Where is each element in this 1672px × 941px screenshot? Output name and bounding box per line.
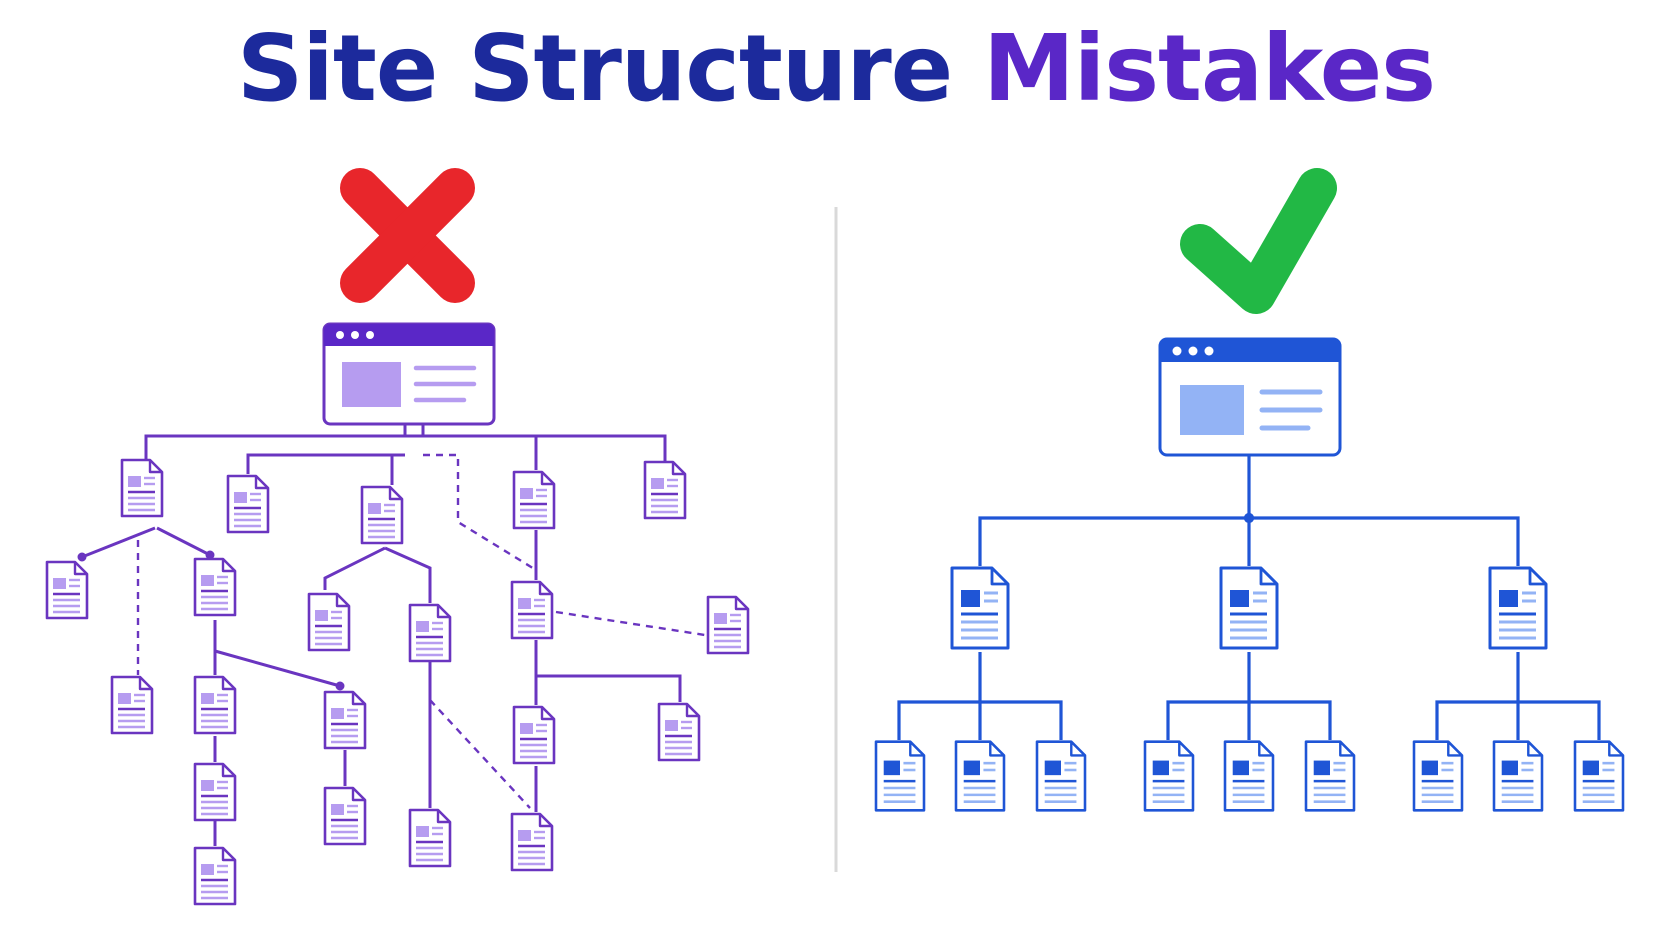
page-icon [510,812,554,872]
page-icon [1035,740,1087,812]
page-icon [1304,740,1356,812]
page-title: Site Structure Mistakes [0,14,1672,124]
green-check-icon [1180,168,1337,314]
page-icon [307,592,351,652]
title-part-2: Mistakes [983,15,1436,122]
page-icon [323,786,367,846]
page-icon [512,470,556,530]
category-pages [950,566,1548,650]
page-icon [226,474,270,534]
homepage-window-bad [322,322,496,426]
messy-pages [45,458,750,906]
page-icon [110,675,154,735]
messy-dashed-links [136,453,706,809]
page-icon [408,808,452,868]
page-icon [1492,740,1544,812]
title-part-1: Site Structure [237,15,953,122]
page-icon [510,580,554,640]
page-icon [323,690,367,750]
page-icon [1223,740,1275,812]
page-icon [1412,740,1464,812]
page-icon [120,458,164,518]
page-icon [1573,740,1625,812]
child-pages [874,740,1625,812]
page-icon [954,740,1006,812]
page-icon [874,740,926,812]
page-icon [706,595,750,655]
page-icon [45,560,89,620]
page-icon [950,566,1010,650]
page-icon [1143,740,1195,812]
page-icon [360,485,404,545]
page-icon [657,702,701,762]
hierarchy-links [897,456,1601,740]
page-icon [408,603,452,663]
page-icon [643,460,687,520]
page-icon [1219,566,1279,650]
page-icon [193,846,237,906]
page-icon [512,705,556,765]
red-x-icon [340,168,475,303]
bad-structure-panel [45,168,750,906]
page-icon [193,762,237,822]
page-icon [1488,566,1548,650]
homepage-window-good [1158,337,1342,457]
page-icon [193,557,237,617]
good-structure-panel [874,168,1625,812]
page-icon [193,675,237,735]
messy-links [77,420,682,846]
